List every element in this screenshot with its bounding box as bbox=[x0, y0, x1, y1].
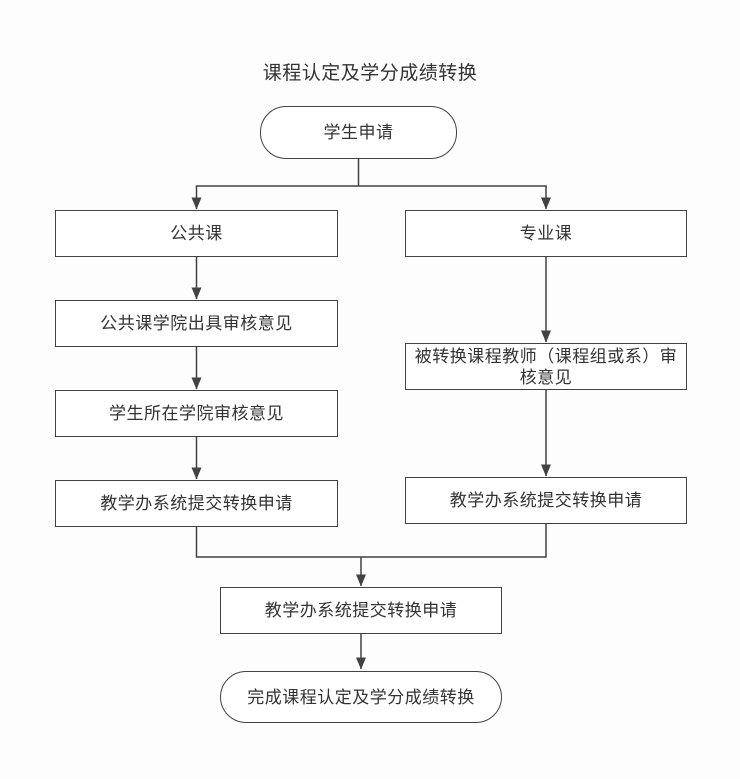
node-end: 完成课程认定及学分成绩转换 bbox=[220, 671, 502, 723]
node-student-apply: 学生申请 bbox=[260, 106, 457, 159]
node-major-course: 专业课 bbox=[405, 210, 687, 257]
node-teacher-review: 被转换课程教师（课程组或系）审 核意见 bbox=[405, 343, 687, 390]
diagram-title: 课程认定及学分成绩转换 bbox=[262, 63, 478, 84]
flow-line-split bbox=[195, 158, 547, 187]
node-right-submit: 教学办系统提交转换申请 bbox=[405, 477, 687, 524]
node-left-submit: 教学办系统提交转换申请 bbox=[55, 480, 338, 527]
node-public-course: 公共课 bbox=[55, 210, 338, 257]
node-public-college-review: 公共课学院出具审核意见 bbox=[55, 300, 338, 347]
node-student-college-review: 学生所在学院审核意见 bbox=[55, 390, 338, 437]
node-merge-submit: 教学办系统提交转换申请 bbox=[220, 587, 502, 634]
flow-line-merge bbox=[195, 523, 547, 558]
